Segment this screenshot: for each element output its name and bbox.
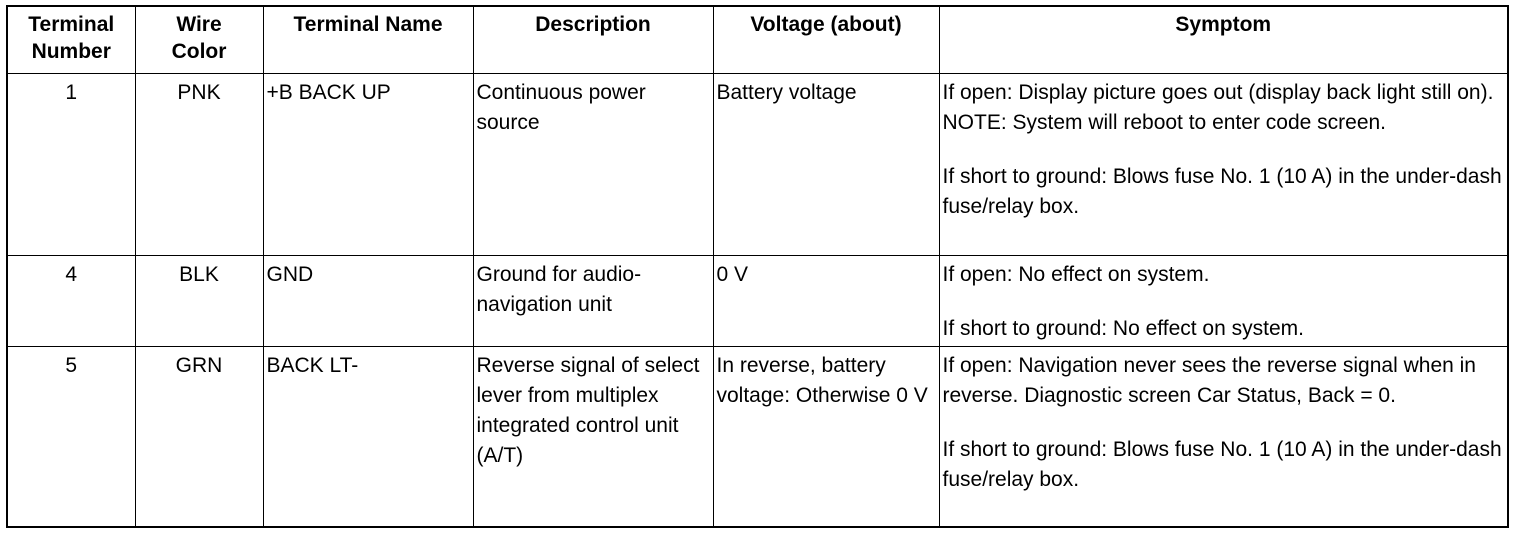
symptom-cell: If open: Display picture goes out (displ… <box>938 72 1509 256</box>
table-body: 1 PNK +B BACK UP Continuous power source… <box>6 72 1509 528</box>
table-row: 5 GRN BACK LT- Reverse signal of select … <box>6 345 1509 528</box>
header-row: Terminal Number Wire Color Terminal Name… <box>6 5 1509 74</box>
description-cell: Ground for audio-navigation unit <box>472 254 714 347</box>
table-row: 1 PNK +B BACK UP Continuous power source… <box>6 72 1509 256</box>
wire-color-cell: GRN <box>134 345 264 528</box>
terminal-table: Terminal Number Wire Color Terminal Name… <box>6 5 1509 528</box>
wire-color-cell: PNK <box>134 72 264 256</box>
terminal-number-cell: 1 <box>6 72 136 256</box>
header-voltage: Voltage (about) <box>712 5 940 74</box>
symptom-open-text: If open: Display picture goes out (displ… <box>942 80 1494 104</box>
terminal-name-cell: BACK LT- <box>262 345 474 528</box>
symptom-short-text: If short to ground: No effect on system. <box>942 316 1304 340</box>
symptom-cell: If open: Navigation never sees the rever… <box>938 345 1509 528</box>
symptom-note-text: NOTE: System will reboot to enter code s… <box>942 110 1387 134</box>
voltage-cell: 0 V <box>712 254 940 347</box>
terminal-name-cell: +B BACK UP <box>262 72 474 256</box>
header-terminal-name: Terminal Name <box>262 5 474 74</box>
terminal-number-cell: 5 <box>6 345 136 528</box>
symptom-short-text: If short to ground: Blows fuse No. 1 (10… <box>942 164 1502 218</box>
terminal-number-cell: 4 <box>6 254 136 347</box>
symptom-cell: If open: No effect on system. If short t… <box>938 254 1509 347</box>
wire-color-cell: BLK <box>134 254 264 347</box>
header-wire-color: Wire Color <box>134 5 264 74</box>
table-row: 4 BLK GND Ground for audio-navigation un… <box>6 254 1509 347</box>
description-cell: Continuous power source <box>472 72 714 256</box>
symptom-open-text: If open: Navigation never sees the rever… <box>942 353 1476 407</box>
voltage-cell: Battery voltage <box>712 72 940 256</box>
paragraph-gap <box>943 290 1505 314</box>
description-cell: Reverse signal of select lever from mult… <box>472 345 714 528</box>
voltage-cell: In reverse, battery voltage: Otherwise 0… <box>712 345 940 528</box>
paragraph-gap <box>943 411 1505 435</box>
symptom-open-text: If open: No effect on system. <box>942 262 1210 286</box>
table-header: Terminal Number Wire Color Terminal Name… <box>6 5 1509 74</box>
paragraph-gap <box>943 138 1505 162</box>
terminal-name-cell: GND <box>262 254 474 347</box>
header-description: Description <box>472 5 714 74</box>
header-symptom: Symptom <box>938 5 1509 74</box>
header-terminal-number: Terminal Number <box>6 5 136 74</box>
symptom-short-text: If short to ground: Blows fuse No. 1 (10… <box>942 437 1502 491</box>
